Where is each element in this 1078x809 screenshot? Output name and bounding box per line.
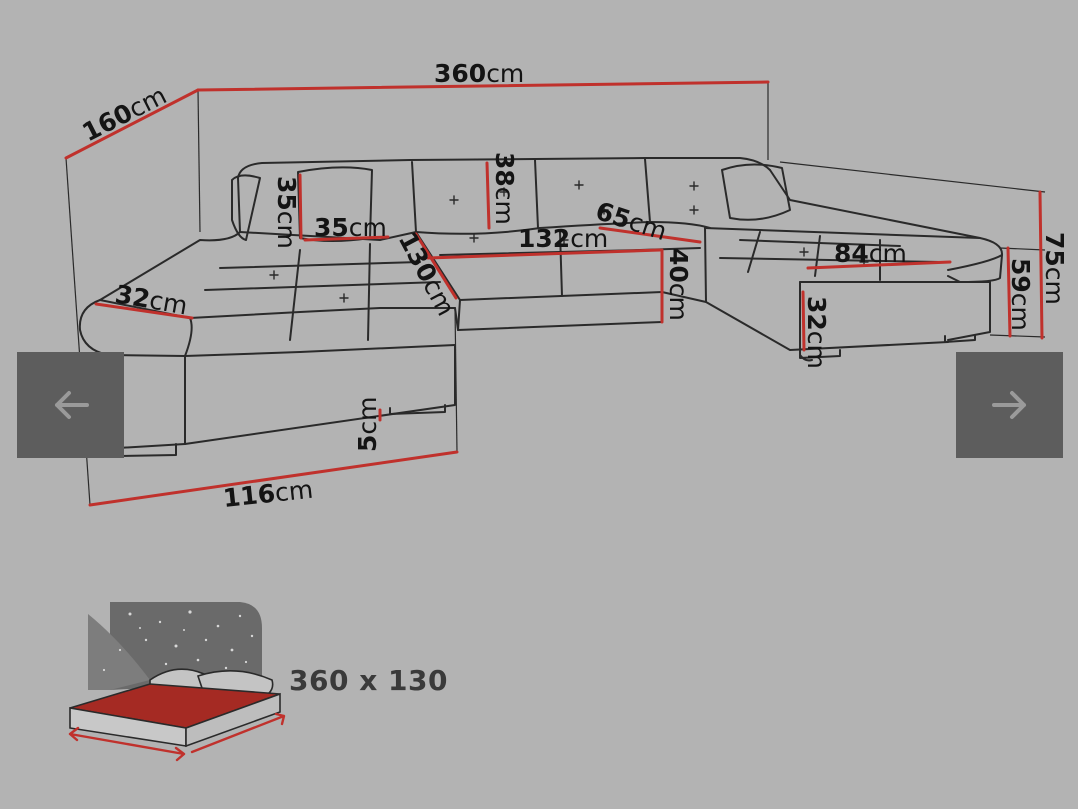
arrow-left-icon (54, 391, 89, 419)
dim-line-base-height (801, 290, 806, 352)
label-center-width: 132cm (518, 224, 608, 253)
bed-size-label: 360 x 130 (289, 664, 448, 697)
night-sky-icon (110, 602, 262, 690)
dimension-lines (64, 80, 1044, 507)
dim-line-pillow-width (303, 235, 390, 242)
label-pillow-width: 35cm (314, 213, 387, 242)
label-pillow-height: 35cm (272, 176, 301, 249)
bed-icon (68, 602, 286, 762)
label-depth-total: 160cm (78, 81, 172, 148)
sofa-drawing (78, 157, 1004, 457)
dim-line-left-width (88, 450, 459, 507)
arrow-right-icon (991, 391, 1026, 419)
extension-lines (65, 82, 1046, 506)
label-base-height: 32cm (802, 296, 831, 369)
label-right-depth: 84cm (834, 239, 907, 268)
dim-line-width-total (196, 80, 770, 92)
next-image-button[interactable] (956, 352, 1063, 458)
dim-line-center-width (426, 248, 662, 260)
label-arm-height: 59cm (1006, 258, 1035, 331)
dim-line-back-height (485, 161, 491, 230)
label-seat-height: 40cm (664, 248, 693, 321)
dim-line-chaise-seat (598, 226, 702, 244)
label-total-height: 75cm (1040, 232, 1069, 305)
dim-line-arm-height (1006, 246, 1012, 338)
dim-line-depth-total (64, 88, 200, 160)
dim-line-right-depth (806, 260, 952, 270)
dim-line-seat-depth (414, 232, 458, 300)
label-back-height: 38cm (490, 152, 519, 225)
label-leg-height: 5cm (353, 396, 382, 452)
dimension-labels: 360cm 160cm 38cm 35cm 35cm 130cm 132cm 6… (78, 59, 1069, 513)
prev-image-button[interactable] (17, 352, 124, 458)
label-arm-width: 32cm (113, 279, 190, 320)
label-seat-depth: 130cm (393, 227, 461, 320)
dim-line-arm-width (94, 302, 194, 320)
bed-dim-arrow-short (190, 712, 286, 754)
dim-line-total-height (1038, 190, 1044, 340)
stars (102, 610, 254, 672)
dim-line-pillow-height (298, 173, 303, 240)
label-left-width: 116cm (222, 475, 315, 513)
bed-dim-arrow-long (68, 726, 186, 762)
label-width-total: 360cm (434, 59, 524, 88)
